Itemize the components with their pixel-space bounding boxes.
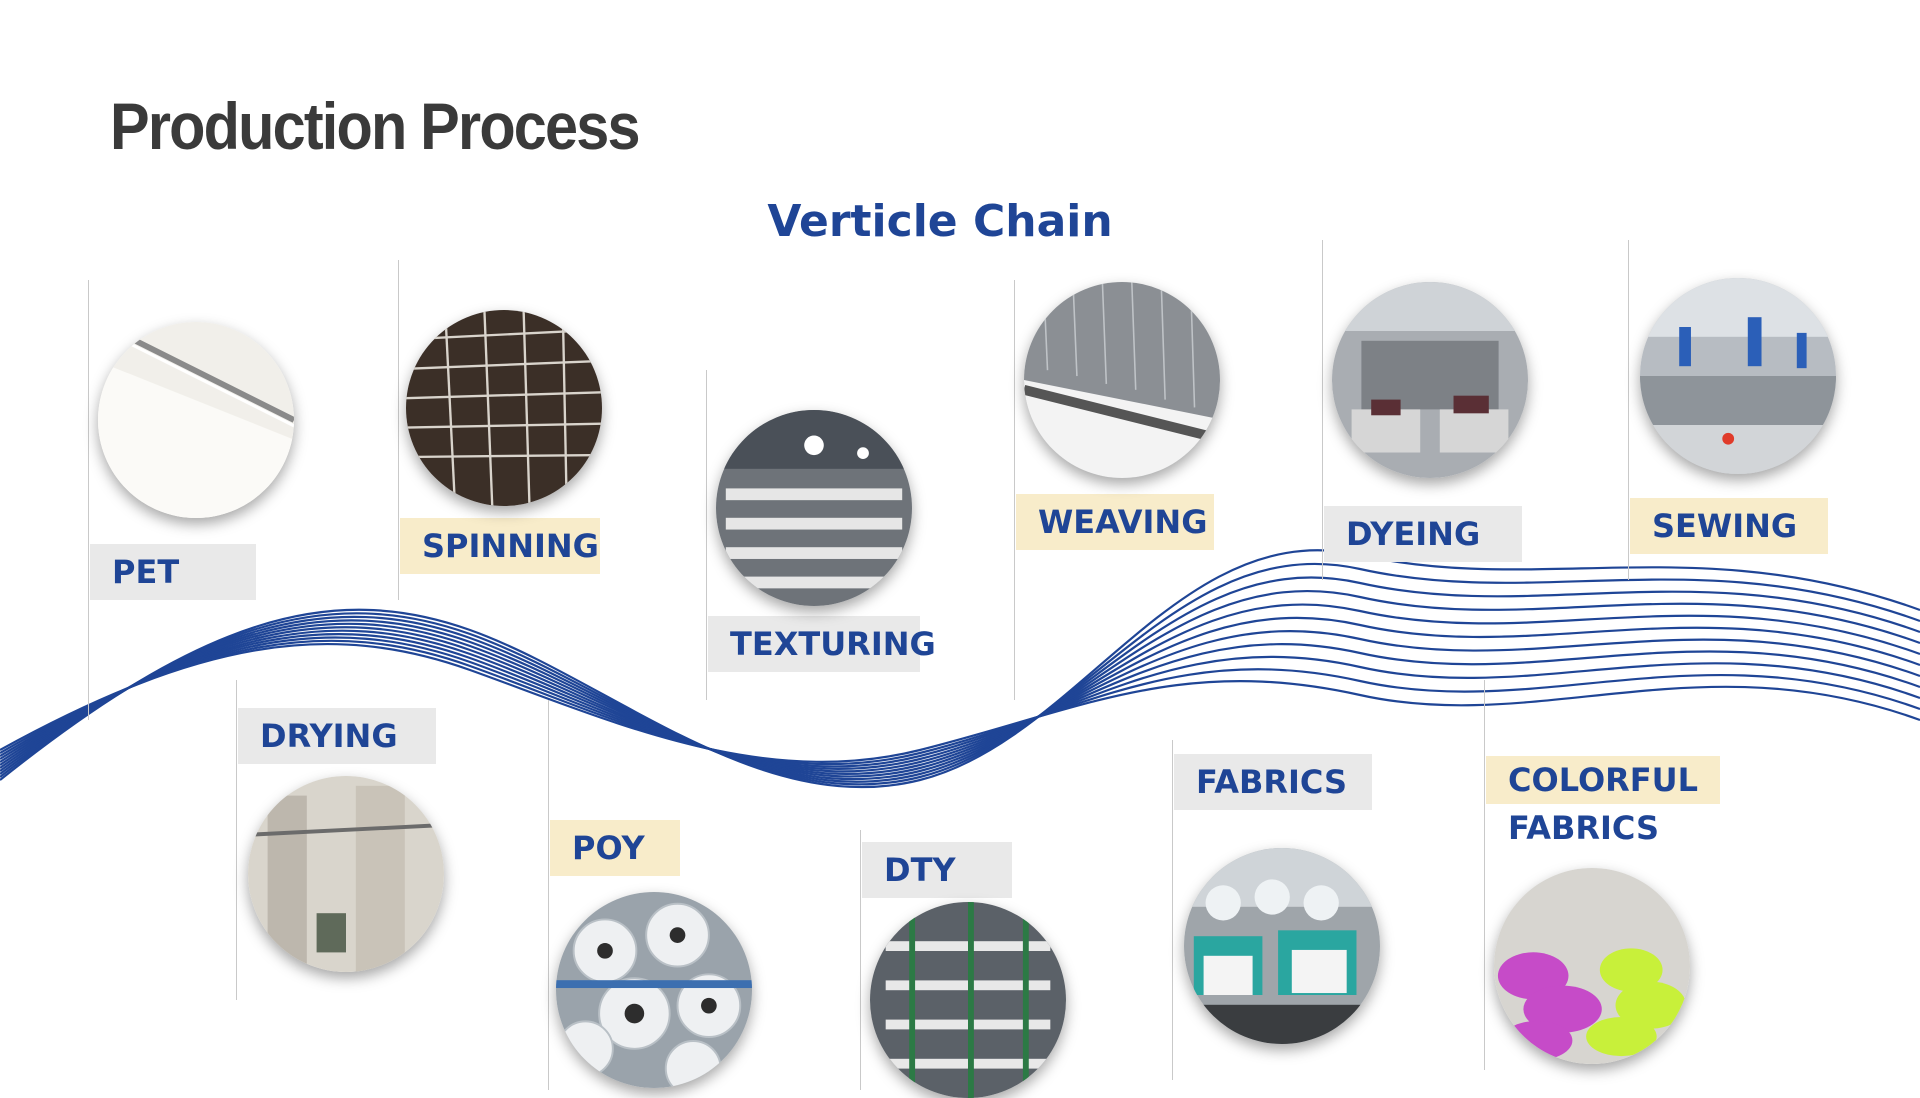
- thread-line: [0, 603, 1920, 778]
- photo-dty: [870, 902, 1066, 1098]
- photo-spinning: [406, 310, 602, 506]
- divider-spinning: [398, 260, 399, 600]
- divider-pet: [88, 280, 89, 720]
- step-label-weaving: WEAVING: [1016, 494, 1214, 550]
- divider-dyeing: [1322, 240, 1323, 580]
- step-label-dty: DTY: [862, 842, 1012, 898]
- chain-subtitle: Verticle Chain: [767, 196, 1113, 247]
- page-title: Production Process: [110, 89, 641, 163]
- step-label-colorful-line2: FABRICS: [1508, 809, 1660, 847]
- thread-line: [0, 549, 1920, 789]
- step-label-colorful-line1: COLORFUL: [1486, 756, 1721, 804]
- thread-line: [0, 576, 1920, 783]
- step-label-drying: DRYING: [238, 708, 436, 764]
- divider-poy: [548, 700, 549, 1090]
- thread-line: [0, 616, 1920, 775]
- divider-texturing: [706, 370, 707, 700]
- step-label-texturing: TEXTURING: [708, 616, 936, 672]
- divider-colorful: [1484, 680, 1485, 1070]
- divider-fabrics: [1172, 740, 1173, 1080]
- step-label-pet: PET: [90, 544, 256, 600]
- thread-line: [0, 636, 1920, 768]
- photo-poy: [556, 892, 752, 1088]
- photo-texturing: [716, 410, 912, 606]
- step-label-spinning: SPINNING: [400, 518, 600, 574]
- step-label-dyeing: DYEING: [1324, 506, 1522, 562]
- photo-sewing: [1640, 278, 1836, 474]
- thread-line: [0, 629, 1920, 773]
- thread-line: [0, 590, 1920, 781]
- divider-dty: [860, 830, 861, 1090]
- divider-weaving: [1014, 280, 1015, 700]
- thread-line: [0, 562, 1920, 786]
- thread-line: [0, 633, 1920, 770]
- step-label-colorful-fabrics: COLORFUL FABRICS: [1486, 752, 1721, 856]
- photo-colorful-fabrics: [1494, 868, 1690, 1064]
- divider-drying: [236, 680, 237, 1000]
- thread-line: [0, 639, 1920, 766]
- thread-line: [0, 642, 1920, 763]
- divider-sewing: [1628, 240, 1629, 580]
- photo-dyeing: [1332, 282, 1528, 478]
- step-label-fabrics: FABRICS: [1174, 754, 1372, 810]
- photo-pet-chips: [98, 322, 294, 518]
- photo-weaving: [1024, 282, 1220, 478]
- step-label-poy: POY: [550, 820, 680, 876]
- step-label-sewing: SEWING: [1630, 498, 1828, 554]
- photo-drying: [248, 776, 444, 972]
- photo-fabrics: [1184, 848, 1380, 1044]
